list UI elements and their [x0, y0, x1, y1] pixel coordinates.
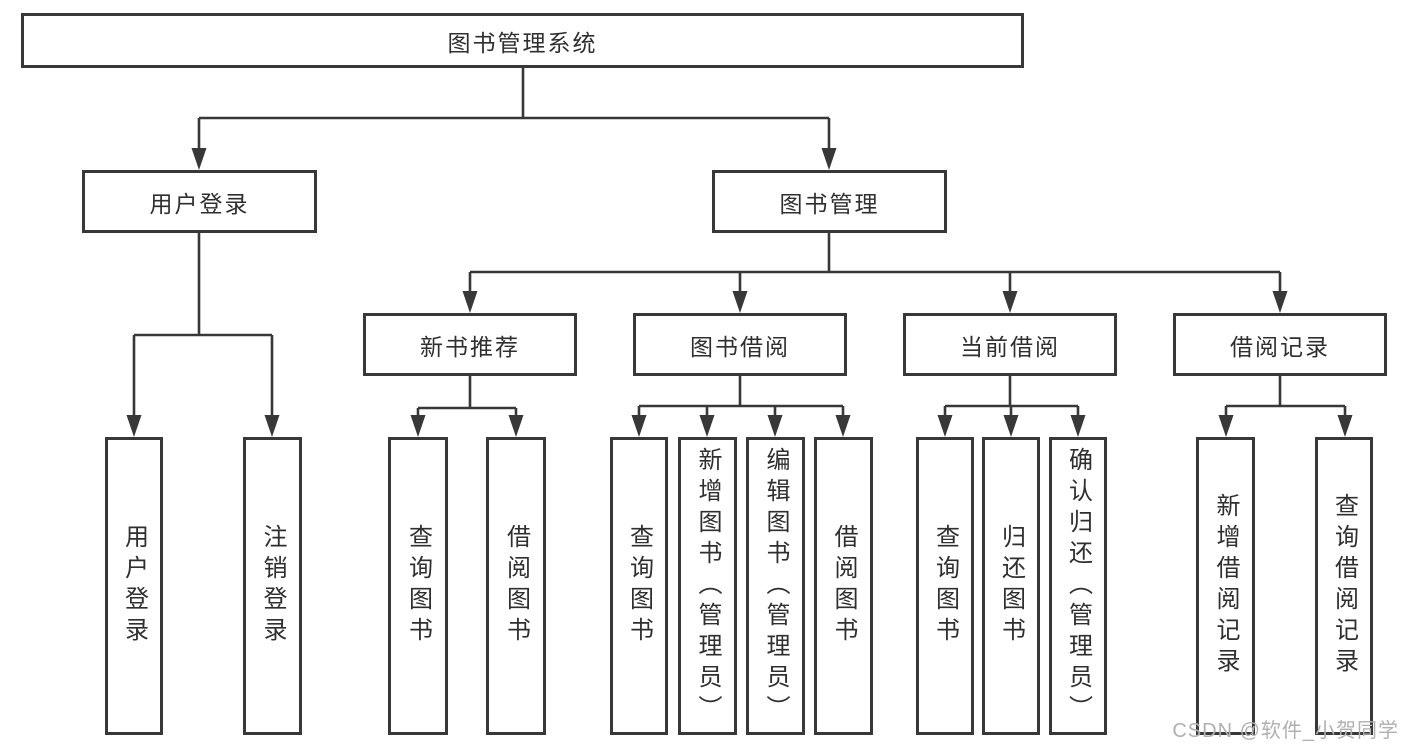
leaf-borrow-books-recommend: 借阅图书 — [486, 437, 546, 735]
leaf-query-borrow-record: 查询借阅记录 — [1315, 437, 1373, 735]
node-book-management: 图书管理 — [712, 170, 947, 233]
leaf-return-books: 归还图书 — [982, 437, 1040, 735]
leaf-add-book-admin: 新增图书（管理员） — [678, 437, 737, 735]
arrowheads — [126, 148, 1353, 437]
node-current-borrowing: 当前借阅 — [903, 313, 1117, 376]
leaf-query-books-current: 查询图书 — [916, 437, 974, 735]
node-library-system: 图书管理系统 — [21, 13, 1024, 68]
node-new-book-recommend: 新书推荐 — [363, 313, 577, 376]
leaf-user-login: 用户登录 — [105, 437, 163, 735]
leaf-query-books-borrowing: 查询图书 — [610, 437, 668, 735]
leaf-query-books-recommend: 查询图书 — [388, 437, 448, 735]
leaf-confirm-return-admin: 确认归还（管理员） — [1049, 437, 1107, 735]
node-borrow-records: 借阅记录 — [1173, 313, 1387, 376]
leaf-borrow-books: 借阅图书 — [814, 437, 873, 735]
leaf-logout: 注销登录 — [243, 437, 302, 735]
node-book-borrowing: 图书借阅 — [633, 313, 847, 376]
csdn-watermark: CSDN @软件_小贺同学 — [1172, 720, 1399, 742]
node-user-login: 用户登录 — [82, 170, 317, 233]
leaf-add-borrow-record: 新增借阅记录 — [1196, 437, 1255, 735]
leaf-edit-book-admin: 编辑图书（管理员） — [746, 437, 805, 735]
